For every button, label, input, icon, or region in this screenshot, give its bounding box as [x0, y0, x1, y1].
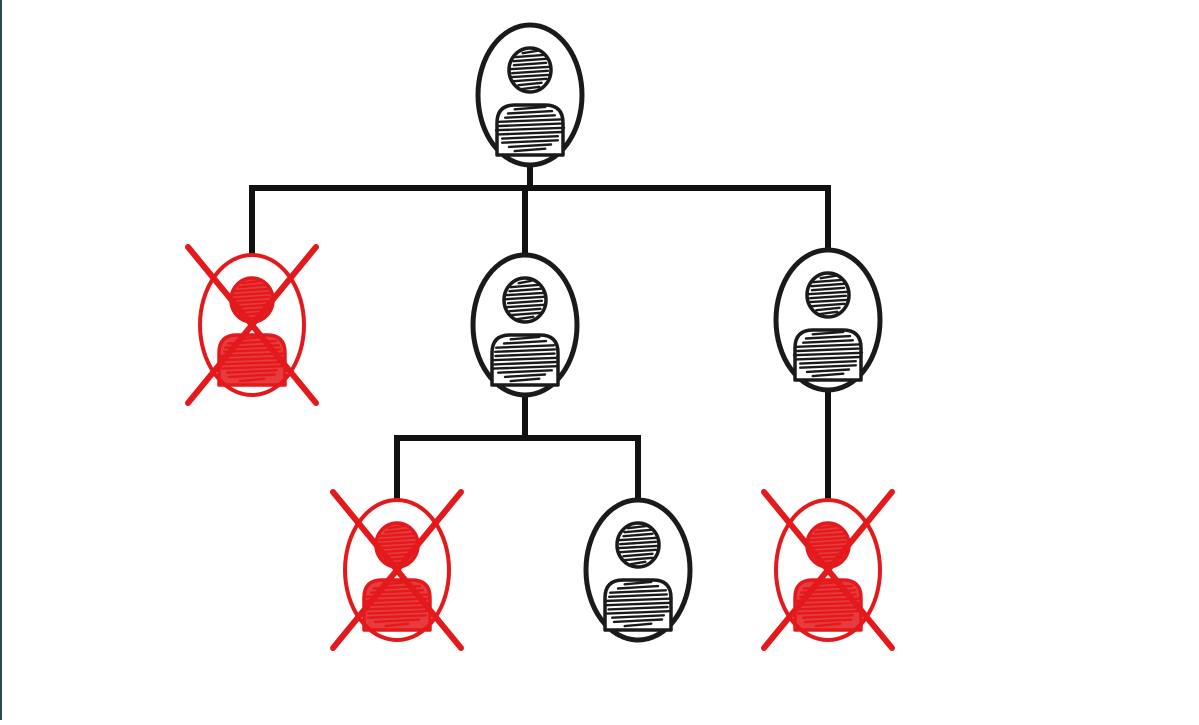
person-icon — [494, 46, 566, 157]
x-cross-icon — [330, 489, 464, 651]
person-node-removed — [761, 489, 895, 651]
person-node-removed — [185, 244, 319, 406]
left-edge-strip — [0, 0, 2, 720]
person-icon — [490, 276, 560, 387]
person-node — [583, 497, 693, 643]
connector-lines — [249, 162, 831, 503]
person-node — [475, 22, 585, 168]
person-node — [773, 247, 883, 393]
person-node-removed — [330, 489, 464, 651]
x-cross-icon — [185, 244, 319, 406]
person-nodes — [185, 22, 895, 651]
person-icon — [603, 521, 673, 632]
person-node — [470, 252, 580, 398]
person-icon — [792, 271, 864, 382]
x-cross-icon — [761, 489, 895, 651]
